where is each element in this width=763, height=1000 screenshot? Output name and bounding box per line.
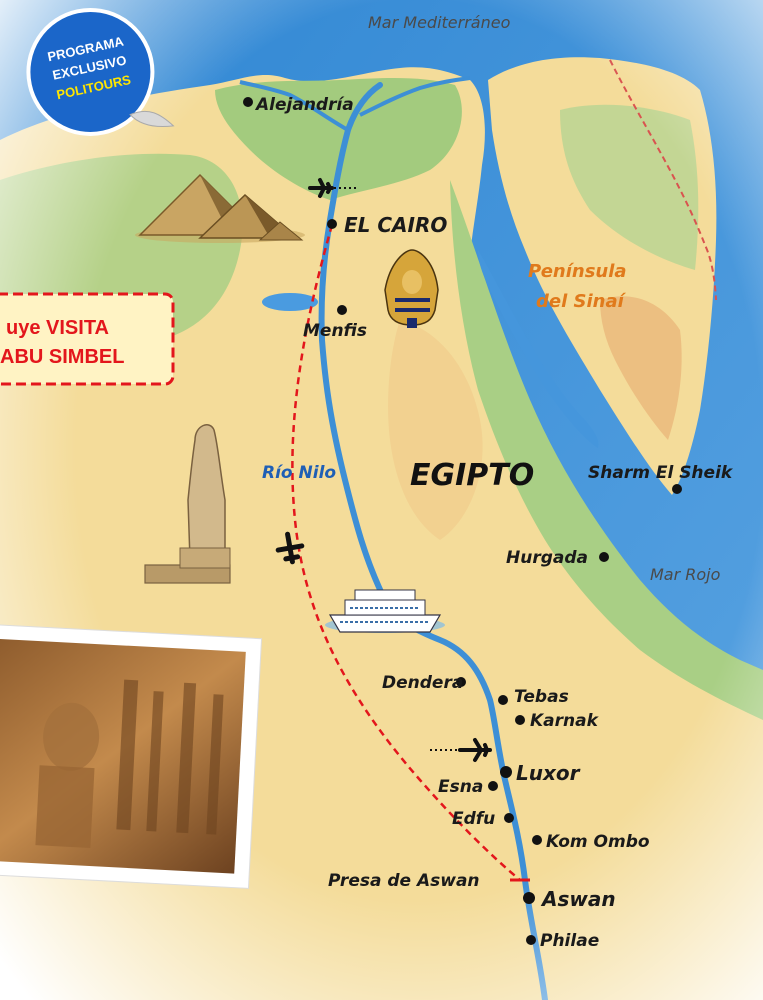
city-label-presa: Presa de Aswan <box>328 871 480 891</box>
temple-photo <box>0 623 263 889</box>
city-label-hurgada: Hurgada <box>506 548 588 568</box>
sea-label-red-sea: Mar Rojo <box>650 565 721 584</box>
city-label-kom-ombo: Kom Ombo <box>546 832 650 852</box>
river-label: Río Nilo <box>262 463 336 483</box>
city-label-aswan: Aswan <box>540 887 616 911</box>
country-label: EGIPTO <box>410 458 534 493</box>
colossus-statue-icon <box>144 424 231 584</box>
cruise-ship-icon <box>325 589 445 633</box>
airplane-icon <box>308 178 358 198</box>
region-label-line1: Península <box>528 261 627 282</box>
city-label-esna: Esna <box>438 777 483 797</box>
sea-label-mediterranean: Mar Mediterráneo <box>368 13 511 32</box>
pyramids-icon <box>135 173 305 243</box>
city-label-karnak: Karnak <box>530 711 600 731</box>
promo-line1: uye VISITA <box>6 317 109 339</box>
city-label-dendera: Dendera <box>382 673 463 693</box>
city-label-alejandria: Alejandría <box>254 95 354 115</box>
city-label-luxor: Luxor <box>516 761 581 785</box>
promo-line2: ABU SIMBEL <box>0 346 124 368</box>
region-label-line2: del Sinaí <box>536 291 627 312</box>
city-label-edfu: Edfu <box>452 809 495 829</box>
city-label-tebas: Tebas <box>514 687 569 707</box>
city-label-cairo: EL CAIRO <box>344 213 447 237</box>
exclusive-badge: PROGRAMA EXCLUSIVO POLITOURS <box>26 7 175 136</box>
city-dots <box>243 97 682 945</box>
city-label-philae: Philae <box>540 931 599 951</box>
promo-box: uye VISITA ABU SIMBEL <box>0 292 175 386</box>
flight-route <box>291 224 521 881</box>
airplane-icon <box>275 531 305 565</box>
city-label-menfis: Menfis <box>303 321 367 341</box>
city-label-sharm: Sharm El Sheik <box>588 463 734 483</box>
pharaoh-mask-icon <box>384 249 439 328</box>
airplane-icon <box>430 738 492 762</box>
